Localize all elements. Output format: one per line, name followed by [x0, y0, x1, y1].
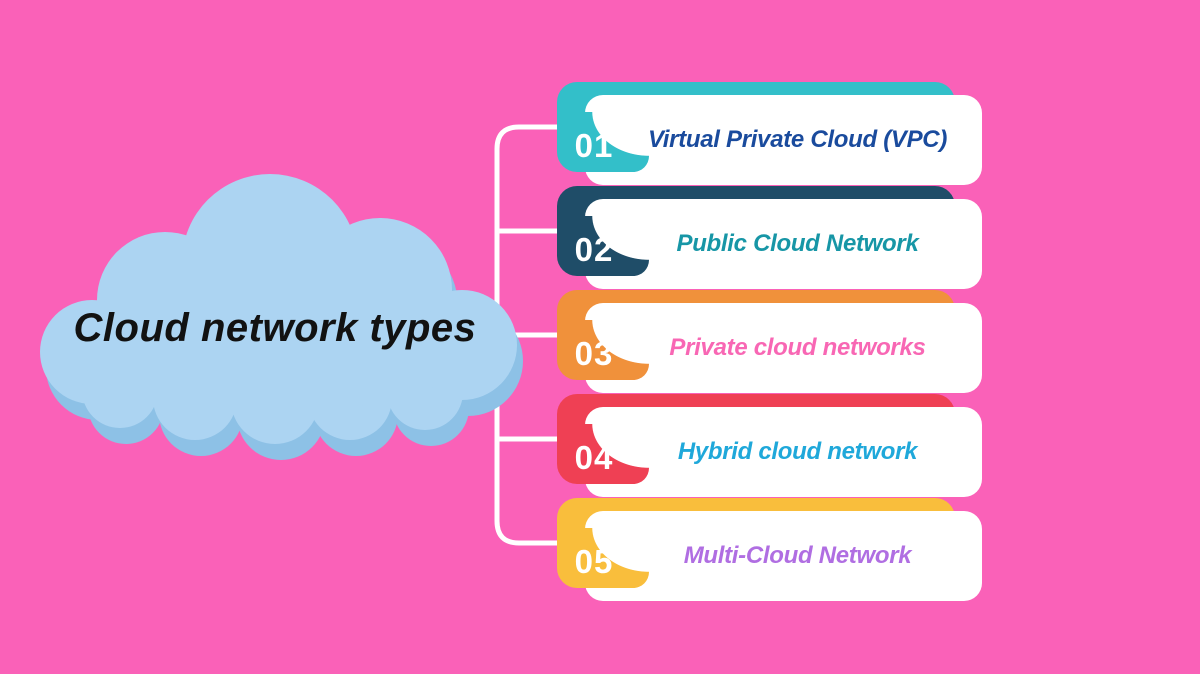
- item-card: Multi-Cloud Network: [585, 511, 982, 601]
- cloud-main-shape: [40, 174, 517, 444]
- cloud-illustration: [40, 174, 523, 460]
- item-card: Public Cloud Network: [585, 199, 982, 289]
- item-label: Virtual Private Cloud (VPC): [647, 126, 948, 153]
- item-card: Hybrid cloud network: [585, 407, 982, 497]
- list-item-vpc: Virtual Private Cloud (VPC) 01: [557, 82, 987, 186]
- item-label: Private cloud networks: [669, 334, 926, 361]
- item-number: 05: [574, 543, 614, 580]
- item-notch: [585, 424, 649, 484]
- list-item-hybrid-cloud: Hybrid cloud network 04: [557, 394, 987, 498]
- item-notch: [585, 112, 649, 172]
- item-number: 03: [574, 335, 614, 372]
- list-item-multi-cloud: Multi-Cloud Network 05: [557, 498, 987, 602]
- list-item-public-cloud: Public Cloud Network 02: [557, 186, 987, 290]
- item-notch: [585, 320, 649, 380]
- item-number: 02: [574, 231, 614, 268]
- item-card: Virtual Private Cloud (VPC): [585, 95, 982, 185]
- item-notch: [585, 216, 649, 276]
- item-card: Private cloud networks: [585, 303, 982, 393]
- item-notch: [585, 528, 649, 588]
- item-label: Public Cloud Network: [676, 230, 919, 257]
- item-label: Multi-Cloud Network: [683, 542, 912, 569]
- item-number: 01: [574, 127, 614, 164]
- item-number: 04: [574, 439, 614, 476]
- page-title: Cloud network types: [73, 306, 477, 350]
- item-label: Hybrid cloud network: [677, 438, 918, 465]
- list-item-private-cloud: Private cloud networks 03: [557, 290, 987, 394]
